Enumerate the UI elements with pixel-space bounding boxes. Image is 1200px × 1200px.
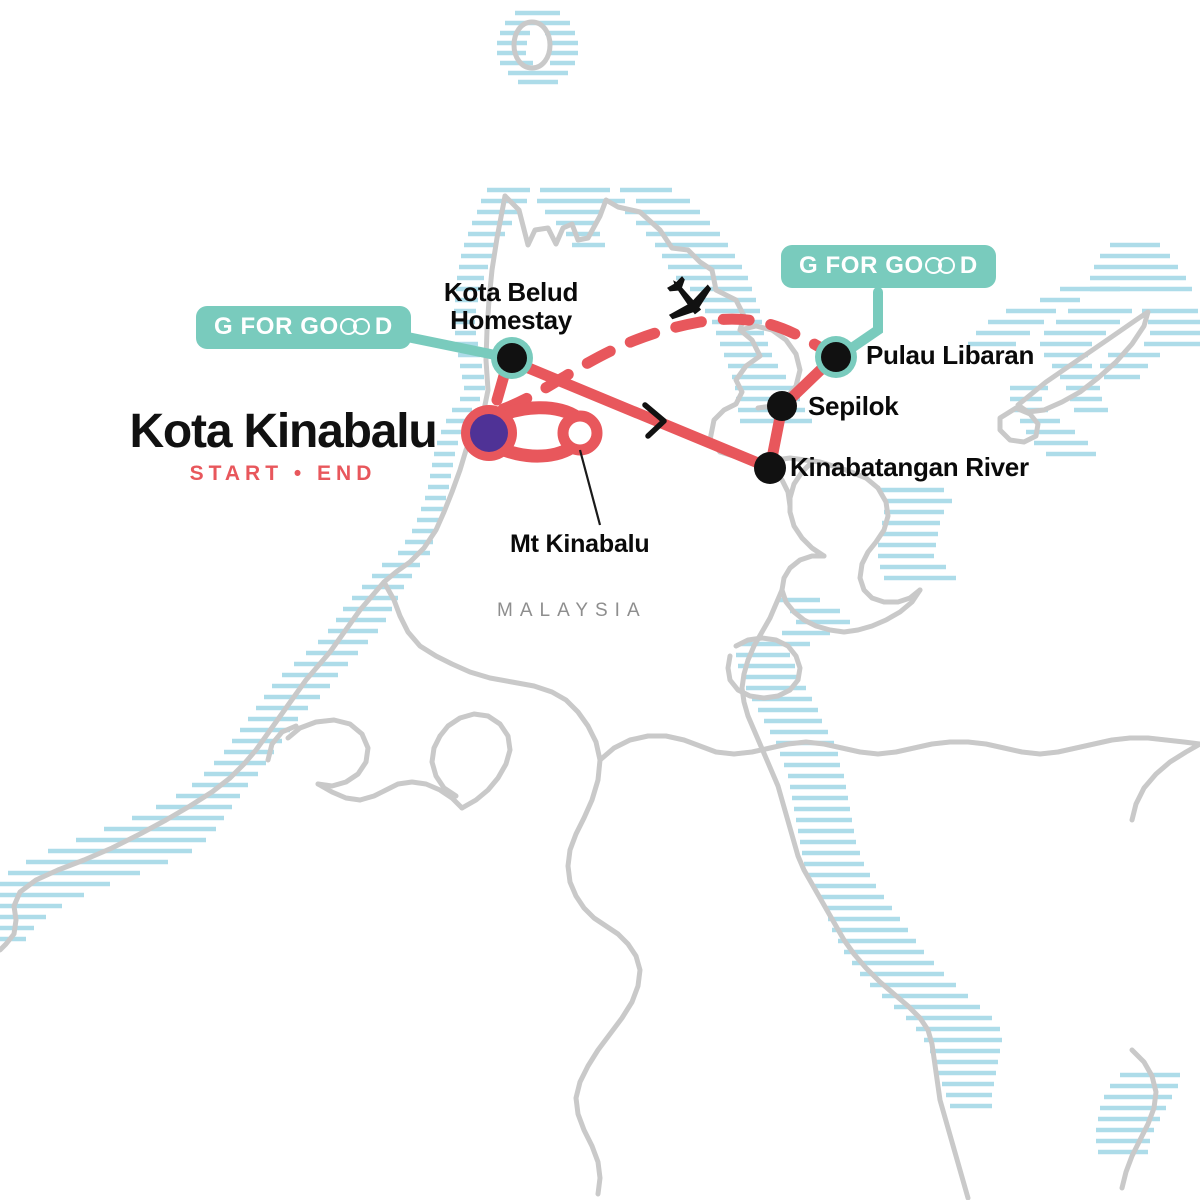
g-for-good-text-west: G FOR GO <box>214 313 339 340</box>
label-kota-belud-line2: Homestay <box>450 305 572 336</box>
node-kota-kinabalu-start-end[interactable] <box>461 405 517 461</box>
infinity-icon-east <box>924 256 959 276</box>
label-pulau-libaran: Pulau Libaran <box>866 340 1035 370</box>
infinity-icon-west <box>339 317 374 337</box>
node-pulau-libaran[interactable] <box>815 336 857 378</box>
label-kota-belud-homestay: Kota Belud Homestay <box>436 278 586 334</box>
start-end-badge: START • END <box>189 462 377 485</box>
node-kinabatangan-river[interactable] <box>754 452 786 484</box>
mt-kinabalu-marker[interactable] <box>557 410 603 456</box>
node-sepilok[interactable] <box>767 391 797 421</box>
g-for-good-text-east: G FOR GO <box>799 252 924 279</box>
page-title: Kota Kinabalu <box>129 405 437 458</box>
label-mt-kinabalu: Mt Kinabalu <box>510 530 650 558</box>
route-direction-arrow <box>642 402 667 439</box>
airplane-icon <box>667 276 712 320</box>
g-for-good-badge-east[interactable]: G FOR GO D <box>781 245 996 288</box>
node-kota-belud-homestay[interactable] <box>491 337 533 379</box>
label-kota-belud-line1: Kota Belud <box>443 277 579 307</box>
label-kinabatangan-river: Kinabatangan River <box>790 452 1029 482</box>
g-for-good-text-tail-west: D <box>374 313 393 340</box>
label-sepilok: Sepilok <box>808 391 899 421</box>
g-for-good-badge-west[interactable]: G FOR GO D <box>196 306 411 349</box>
water-hatching <box>0 10 1200 1155</box>
flight-route-dashed <box>497 313 834 415</box>
mt-kinabalu-leader-line <box>578 449 602 526</box>
main-city-block: Kota Kinabalu START • END <box>113 408 453 486</box>
g-for-good-text-tail-east: D <box>959 252 978 279</box>
country-label: MALAYSIA <box>497 600 647 621</box>
